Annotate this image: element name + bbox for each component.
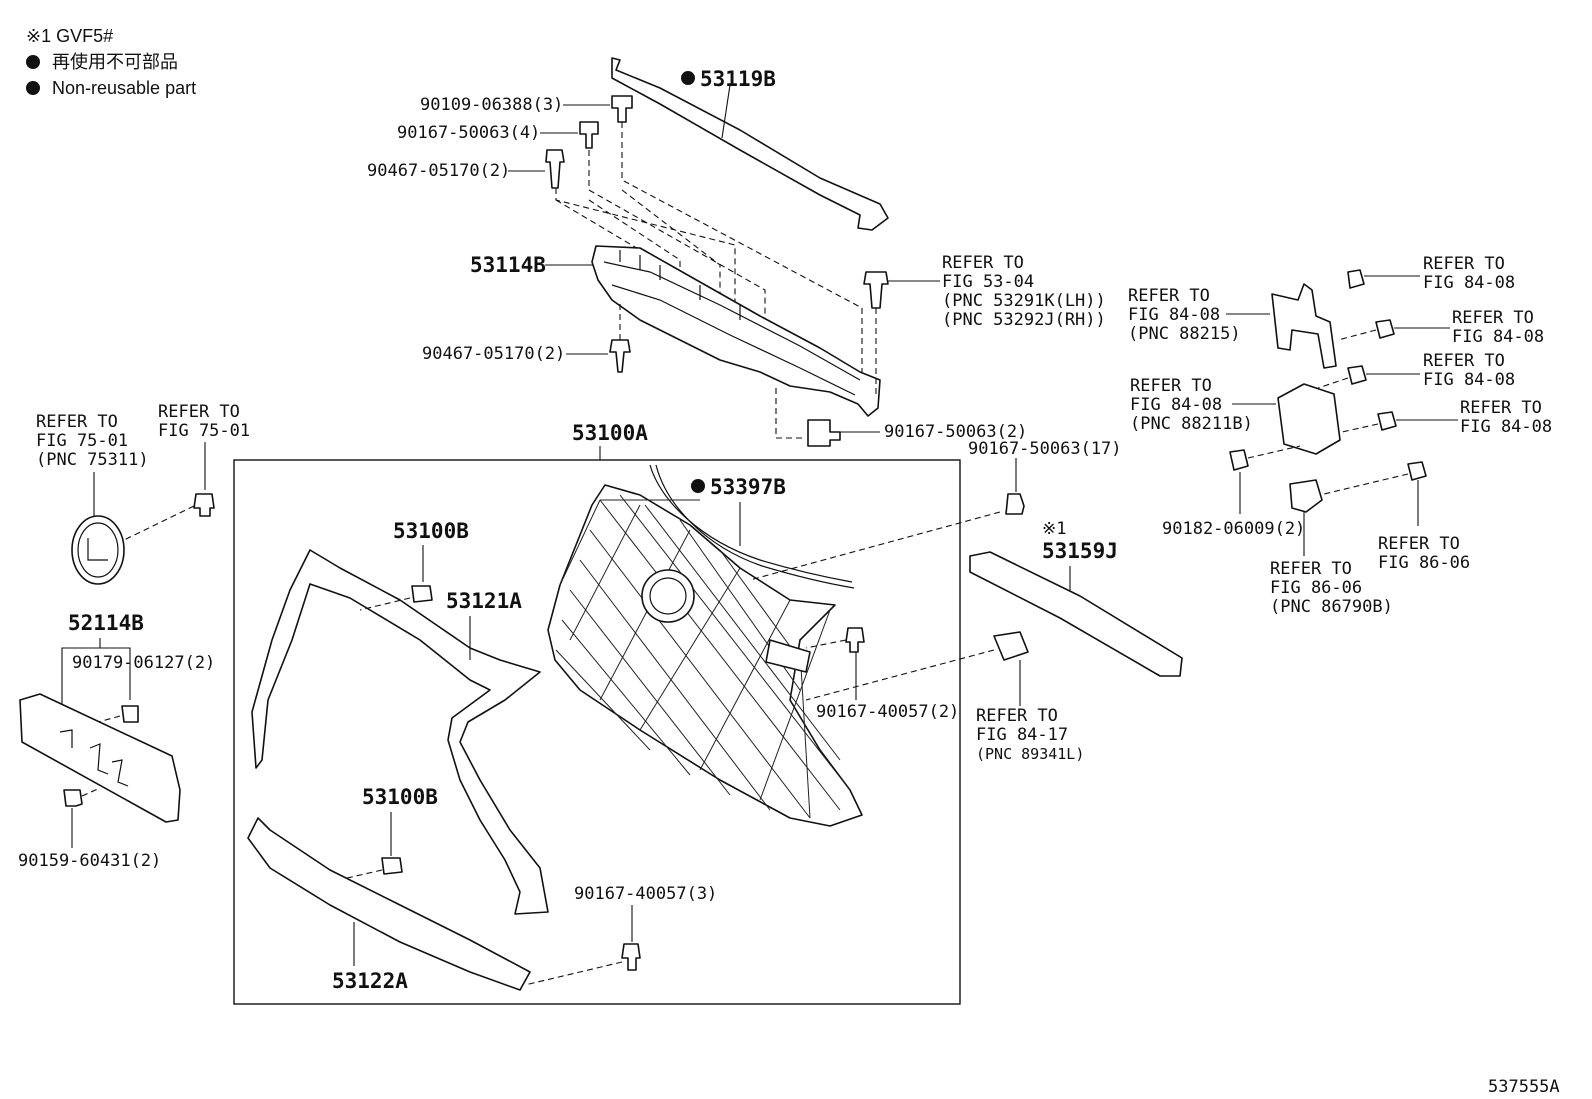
bolt-icon bbox=[1347, 269, 1365, 289]
non-reusable-dot-icon bbox=[26, 55, 40, 69]
label-90167-50063-2: 90167-50063(2) bbox=[884, 422, 1027, 442]
plate-bracket-52114b: 52114B 90179-06127(2) 90159-60431(2) bbox=[18, 611, 215, 871]
bolt-icon bbox=[1005, 493, 1025, 515]
bolt-icon bbox=[193, 493, 215, 517]
label-90182-06009: 90182-06009(2) bbox=[1162, 519, 1305, 539]
label-53121a: 53121A bbox=[446, 589, 522, 613]
clip-icon bbox=[863, 271, 889, 309]
bolt-icon bbox=[845, 627, 865, 653]
bolt-icon bbox=[1407, 461, 1427, 481]
label-90167-40057-3: 90167-40057(3) bbox=[574, 884, 717, 904]
bracket-icon bbox=[1271, 283, 1337, 369]
label-90467-05170-mid: 90467-05170(2) bbox=[422, 344, 565, 364]
bolt-icon bbox=[807, 419, 841, 447]
camera-sensor-icon bbox=[1289, 479, 1323, 513]
label-ref-8417-1: REFER TO bbox=[976, 706, 1058, 726]
grille-mesh bbox=[555, 494, 851, 819]
label-90179-06127: 90179-06127(2) bbox=[72, 653, 215, 673]
label-ref-8408f-2: FIG 84-08 bbox=[1460, 417, 1552, 437]
label-90167-40057-2: 90167-40057(2) bbox=[816, 702, 959, 722]
non-reusable-dot-icon bbox=[681, 71, 695, 85]
sensor-icon bbox=[993, 631, 1029, 661]
label-53100b-top: 53100B bbox=[393, 519, 469, 543]
bolt-icon bbox=[1377, 411, 1397, 431]
label-ref-7501a-2: FIG 75-01 bbox=[36, 431, 128, 451]
label-ref-8408a-2: FIG 84-08 bbox=[1423, 273, 1515, 293]
legend-non-reusable-en: Non-reusable part bbox=[52, 78, 196, 98]
label-note-1: ※1 bbox=[1042, 519, 1066, 539]
label-52114b: 52114B bbox=[68, 611, 144, 635]
radar-sensor-icon bbox=[1277, 383, 1341, 455]
label-ref-8408d-2: FIG 84-08 bbox=[1423, 370, 1515, 390]
label-ref-8408a-1: REFER TO bbox=[1423, 254, 1505, 274]
clip-icon bbox=[411, 585, 433, 603]
grille-assembly-53100a: 53100A 53397B 53121A 53100B bbox=[233, 421, 1122, 1005]
clip-icon bbox=[381, 857, 403, 875]
label-ref-7501a-3: (PNC 75311) bbox=[36, 450, 149, 470]
label-ref-8606b-2: FIG 86-06 bbox=[1378, 553, 1470, 573]
bolt-icon bbox=[1347, 365, 1367, 385]
nut-icon bbox=[121, 705, 139, 723]
legend-note-marker: ※1 GVF5# bbox=[26, 26, 113, 46]
non-reusable-dot-icon bbox=[691, 479, 705, 493]
label-ref-8408c-2: FIG 84-08 bbox=[1452, 327, 1544, 347]
label-ref-8408b-3: (PNC 88215) bbox=[1128, 324, 1241, 344]
label-ref-8417-2: FIG 84-17 bbox=[976, 725, 1068, 745]
label-53114b: 53114B bbox=[470, 253, 546, 277]
label-90167-50063-4: 90167-50063(4) bbox=[397, 123, 540, 143]
bolt-icon bbox=[621, 943, 641, 971]
label-ref-8606a-1: REFER TO bbox=[1270, 559, 1352, 579]
label-ref-8408e-1: REFER TO bbox=[1130, 376, 1212, 396]
label-ref-5304-1: REFER TO bbox=[942, 253, 1024, 273]
assembly-box bbox=[233, 459, 961, 1005]
label-ref-8408e-2: FIG 84-08 bbox=[1130, 395, 1222, 415]
bolt-icon bbox=[579, 121, 599, 149]
label-53397b: 53397B bbox=[710, 475, 786, 499]
legend: ※1 GVF5# 再使用不可部品 Non-reusable part bbox=[26, 26, 196, 98]
label-ref-8606b-1: REFER TO bbox=[1378, 534, 1460, 554]
bolt-icon bbox=[1375, 319, 1395, 339]
label-53119b: 53119B bbox=[700, 67, 776, 91]
label-ref-5304-2: FIG 53-04 bbox=[942, 272, 1034, 292]
label-ref-7501a-1: REFER TO bbox=[36, 412, 118, 432]
upper-seal-53119b: 53119B bbox=[611, 57, 889, 231]
emblem-group: REFER TO FIG 75-01 (PNC 75311) REFER TO … bbox=[36, 402, 250, 585]
label-ref-5304-3: (PNC 53291K(LH)) bbox=[942, 291, 1106, 311]
bolt-icon bbox=[63, 789, 83, 807]
label-90467-05170-top: 90467-05170(2) bbox=[367, 161, 510, 181]
label-ref-7501b-2: FIG 75-01 bbox=[158, 421, 250, 441]
clip-icon bbox=[609, 339, 631, 373]
label-53122a: 53122A bbox=[332, 969, 408, 993]
label-ref-8606a-3: (PNC 86790B) bbox=[1270, 597, 1393, 617]
right-components: REFER TO FIG 84-08 (PNC 88215) REFER TO … bbox=[1128, 254, 1552, 617]
label-53100a: 53100A bbox=[572, 421, 648, 445]
sensor-89341l: REFER TO FIG 84-17 (PNC 89341L) bbox=[805, 631, 1084, 763]
label-ref-8408b-2: FIG 84-08 bbox=[1128, 305, 1220, 325]
label-90159-60431: 90159-60431(2) bbox=[18, 851, 161, 871]
bolt-icon bbox=[611, 95, 633, 123]
label-90109-06388: 90109-06388(3) bbox=[420, 95, 563, 115]
label-ref-8408b-1: REFER TO bbox=[1128, 286, 1210, 306]
label-ref-8408d-1: REFER TO bbox=[1423, 351, 1505, 371]
label-ref-8417-3: (PNC 89341L) bbox=[976, 745, 1084, 763]
figure-id: 537555A bbox=[1488, 1077, 1560, 1097]
nut-icon bbox=[1229, 449, 1249, 471]
legend-non-reusable-jp: 再使用不可部品 bbox=[52, 52, 178, 72]
label-ref-8408e-3: (PNC 88211B) bbox=[1130, 414, 1253, 434]
label-ref-5304-4: (PNC 53292J(RH)) bbox=[942, 310, 1106, 330]
emblem-icon bbox=[71, 515, 125, 585]
label-ref-7501b-1: REFER TO bbox=[158, 402, 240, 422]
label-53100b-bottom: 53100B bbox=[362, 785, 438, 809]
label-90167-50063-17: 90167-50063(17) bbox=[968, 439, 1122, 459]
absorber-53159j: ※1 53159J bbox=[969, 519, 1183, 677]
retainer-53114b: 53114B REFER TO FIG 53-04 (PNC 53291K(LH… bbox=[422, 245, 1106, 447]
label-53159j: 53159J bbox=[1042, 539, 1118, 563]
clip-icon bbox=[545, 149, 565, 189]
non-reusable-dot-icon bbox=[26, 81, 40, 95]
label-ref-8408c-1: REFER TO bbox=[1452, 308, 1534, 328]
label-ref-8606a-2: FIG 86-06 bbox=[1270, 578, 1362, 598]
label-ref-8408f-1: REFER TO bbox=[1460, 398, 1542, 418]
